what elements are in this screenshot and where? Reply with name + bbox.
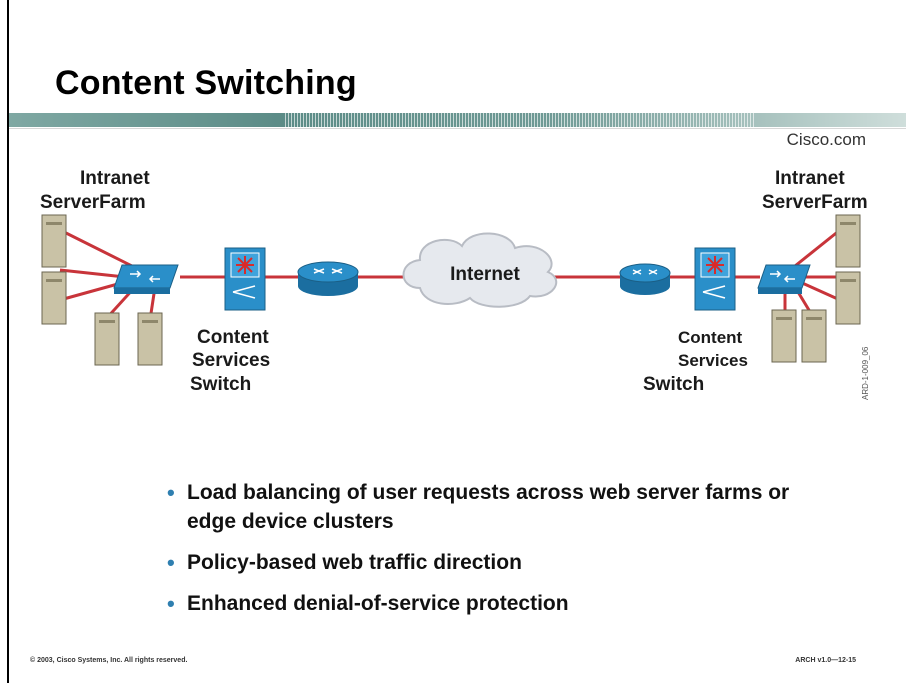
link-right-server-1 (789, 228, 841, 272)
left-content-services-switch-icon (224, 247, 266, 311)
left-css-label-line1: Content (197, 327, 269, 348)
internet-cloud-icon: Internet (402, 232, 558, 308)
bullet-text: Enhanced denial-of-service protection (187, 592, 569, 615)
right-css-label-line2: Services (678, 351, 748, 370)
left-router-icon (297, 261, 359, 296)
bullet-text: Load balancing of user requests across w… (187, 481, 790, 533)
bullet-marker: • (167, 550, 175, 575)
left-border (7, 0, 9, 683)
left-lan-switch-icon (113, 264, 179, 294)
left-css-label-line3: Switch (190, 374, 251, 395)
right-farm-label-line1: Intranet (775, 168, 845, 189)
cloud-label: Internet (450, 264, 520, 285)
bullet-item: • Enhanced denial-of-service protection (165, 589, 827, 618)
right-lan-switch-icon (757, 264, 811, 294)
bullet-list: • Load balancing of user requests across … (165, 478, 827, 630)
footer-code: ARCH v1.0—12-15 (795, 657, 856, 664)
link-left-server-3 (59, 280, 126, 302)
bullet-marker: • (167, 480, 175, 505)
footer-copyright: © 2003, Cisco Systems, Inc. All rights r… (30, 657, 188, 664)
brand-divider (9, 128, 906, 129)
link-left-server-2 (59, 268, 126, 279)
right-css-label-line3: Switch (643, 374, 704, 395)
left-server-farm (41, 214, 163, 366)
link-left-server-1 (59, 228, 141, 272)
bullet-marker: • (167, 591, 175, 616)
right-css-label-line1: Content (678, 328, 743, 347)
network-diagram: Internet Intranet ServerFarm Intranet Se… (40, 168, 870, 400)
left-farm-label-line2: ServerFarm (40, 192, 146, 213)
bullet-text: Policy-based web traffic direction (187, 551, 522, 574)
header-bar-pattern (285, 113, 755, 127)
right-server-farm (771, 214, 861, 363)
brand-label: Cisco.com (786, 130, 866, 149)
bullet-item: • Load balancing of user requests across … (165, 478, 827, 536)
left-farm-label-line1: Intranet (80, 168, 150, 189)
bullet-item: • Policy-based web traffic direction (165, 548, 827, 577)
right-router-icon (619, 263, 671, 295)
link-right-server-3 (799, 280, 841, 302)
slide-title: Content Switching (55, 64, 357, 102)
figure-side-code: ARD-1-009_06 (861, 346, 870, 400)
right-farm-label-line2: ServerFarm (762, 192, 868, 213)
right-content-services-switch-icon (694, 247, 736, 311)
left-css-label-line2: Services (192, 350, 270, 371)
